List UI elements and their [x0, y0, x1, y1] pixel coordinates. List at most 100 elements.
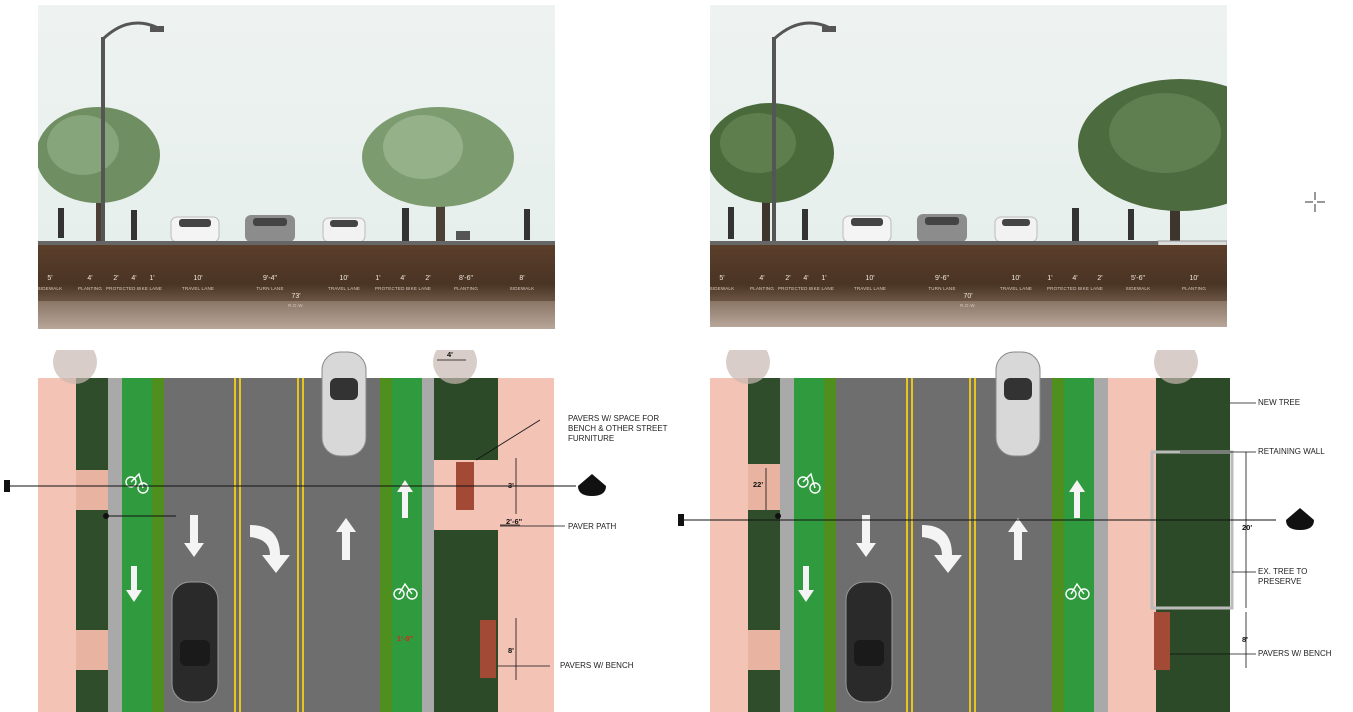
car-icon: [322, 217, 366, 243]
dim-8ft: 8': [1242, 635, 1248, 644]
dimension-value: 5': [719, 275, 725, 282]
bicycle-icon: [1065, 582, 1090, 600]
dimension-value: 9'-6": [935, 275, 949, 282]
pedestrian-icon: [58, 208, 64, 238]
dimension-value: 10': [193, 275, 203, 282]
left-soil: [38, 245, 555, 301]
note-pavers-bench: PAVERS W/ BENCH: [560, 661, 634, 670]
arrow-up-icon: [1069, 480, 1085, 518]
car-icon: [321, 351, 367, 457]
dim-top-4ft: 4': [447, 350, 453, 359]
right-elevation-art: [710, 21, 1227, 260]
arrow-up-icon: [1008, 518, 1028, 560]
dimension-value: 4': [1072, 275, 1078, 282]
dimension-value: 2': [785, 275, 791, 282]
dimension-label: PROTECTED BIKE LANE: [777, 286, 835, 291]
dimension-label: TRAVEL LANE: [853, 286, 887, 291]
dimension-value: 10': [339, 275, 349, 282]
car-icon: [171, 581, 219, 703]
cyclist-icon: [402, 208, 409, 241]
right-section-elevation: 5' SIDEWALK 4' PLANTING 2' 4' PROTECTED BIKE L…: [710, 5, 1227, 330]
tree-icon: [38, 107, 160, 242]
dimension-label: TRAVEL LANE: [181, 286, 215, 291]
arrow-down-icon: [798, 566, 814, 602]
street-lamp-icon: [101, 21, 164, 243]
bicycle-icon: [393, 582, 418, 600]
left-plan-art: [4, 350, 606, 712]
tree-icon: [710, 103, 834, 242]
dimension-value: 2': [1097, 275, 1103, 282]
dimension-label: SIDEWALK: [37, 286, 63, 291]
bench-icon: [1154, 612, 1170, 670]
car-icon: [245, 215, 295, 242]
dimension-label: TRAVEL LANE: [999, 286, 1033, 291]
dimension-value: 1': [149, 275, 155, 282]
bench-icon: [456, 231, 470, 240]
dim-8ft: 8': [508, 646, 514, 655]
dimension-label: SIDEWALK: [709, 286, 735, 291]
dim-22ft: 22': [753, 480, 764, 489]
dimension-label: TURN LANE: [256, 286, 284, 291]
dimension-label: PLANTING: [453, 286, 479, 291]
total-row-width: 73': [291, 293, 301, 300]
turn-arrow-icon: [922, 525, 962, 573]
dimension-label: PLANTING: [1181, 286, 1207, 291]
dimension-value: 10': [1011, 275, 1021, 282]
dimension-value: 10': [865, 275, 875, 282]
total-row-label: R.O.W.: [288, 303, 304, 308]
section-cut-marker-icon: [578, 474, 606, 496]
note-ex-tree: EX. TREE TO PRESERVE: [1258, 567, 1308, 586]
dimension-value: 8'-6": [459, 275, 473, 282]
dim-20ft: 20': [1242, 523, 1253, 532]
car-icon: [994, 216, 1038, 243]
pedestrian-icon: [802, 209, 808, 240]
bicycle-icon: [797, 472, 821, 494]
total-row-label: R.O.W.: [960, 303, 976, 308]
note-retaining-wall: RETAINING WALL: [1258, 447, 1325, 456]
right-plan-view: NEW TREE RETAINING WALL EX. TREE TO PRES…: [676, 350, 1353, 712]
dimension-value: 1': [375, 275, 381, 282]
dimension-value: 4': [131, 275, 137, 282]
crosshair-icon: [1305, 192, 1325, 212]
arrow-up-icon: [397, 480, 413, 518]
dim-3ft: 3': [508, 481, 514, 490]
car-icon: [995, 351, 1041, 457]
dimension-value: 5': [47, 275, 53, 282]
arrow-up-icon: [336, 518, 356, 560]
dimension-label: PROTECTED BIKE LANE: [374, 286, 432, 291]
right-plan-art: [678, 350, 1314, 712]
street-lamp-icon: [772, 21, 836, 243]
cyclist-icon: [1072, 208, 1079, 241]
car-icon: [917, 214, 967, 242]
car-icon: [842, 215, 892, 243]
pedestrian-icon: [1128, 209, 1134, 240]
note-pavers-furniture: PAVERS W/ SPACE FOR BENCH & OTHER STREET…: [568, 414, 668, 443]
arrow-down-icon: [184, 515, 204, 557]
dimension-label: PROTECTED BIKE LANE: [105, 286, 163, 291]
tree-icon: [1078, 79, 1227, 252]
dimension-value: 4': [803, 275, 809, 282]
dimension-value: 4': [759, 275, 765, 282]
bench-icon: [480, 620, 496, 678]
dim-2ft6: 2'-6": [506, 517, 523, 526]
dimension-label: TURN LANE: [928, 286, 956, 291]
dimension-value: 8': [519, 275, 525, 282]
dimension-label: PLANTING: [77, 286, 103, 291]
dimension-label: PLANTING: [749, 286, 775, 291]
pedestrian-icon: [524, 209, 530, 240]
dimension-value: 2': [425, 275, 431, 282]
arrow-down-icon: [856, 515, 876, 557]
dimension-label: PROTECTED BIKE LANE: [1046, 286, 1104, 291]
note-new-tree: NEW TREE: [1258, 398, 1301, 407]
note-paver-path: PAVER PATH: [568, 522, 617, 531]
pedestrian-icon: [728, 207, 734, 239]
turn-arrow-icon: [250, 525, 290, 573]
dimension-label: SIDEWALK: [509, 286, 535, 291]
dim-1ft9: 1'-9": [397, 634, 414, 643]
pedestrian-icon: [131, 210, 137, 240]
section-cut-marker-icon: [1286, 508, 1314, 530]
arrow-down-icon: [126, 566, 142, 602]
car-icon: [170, 216, 220, 243]
dimension-label: TRAVEL LANE: [327, 286, 361, 291]
